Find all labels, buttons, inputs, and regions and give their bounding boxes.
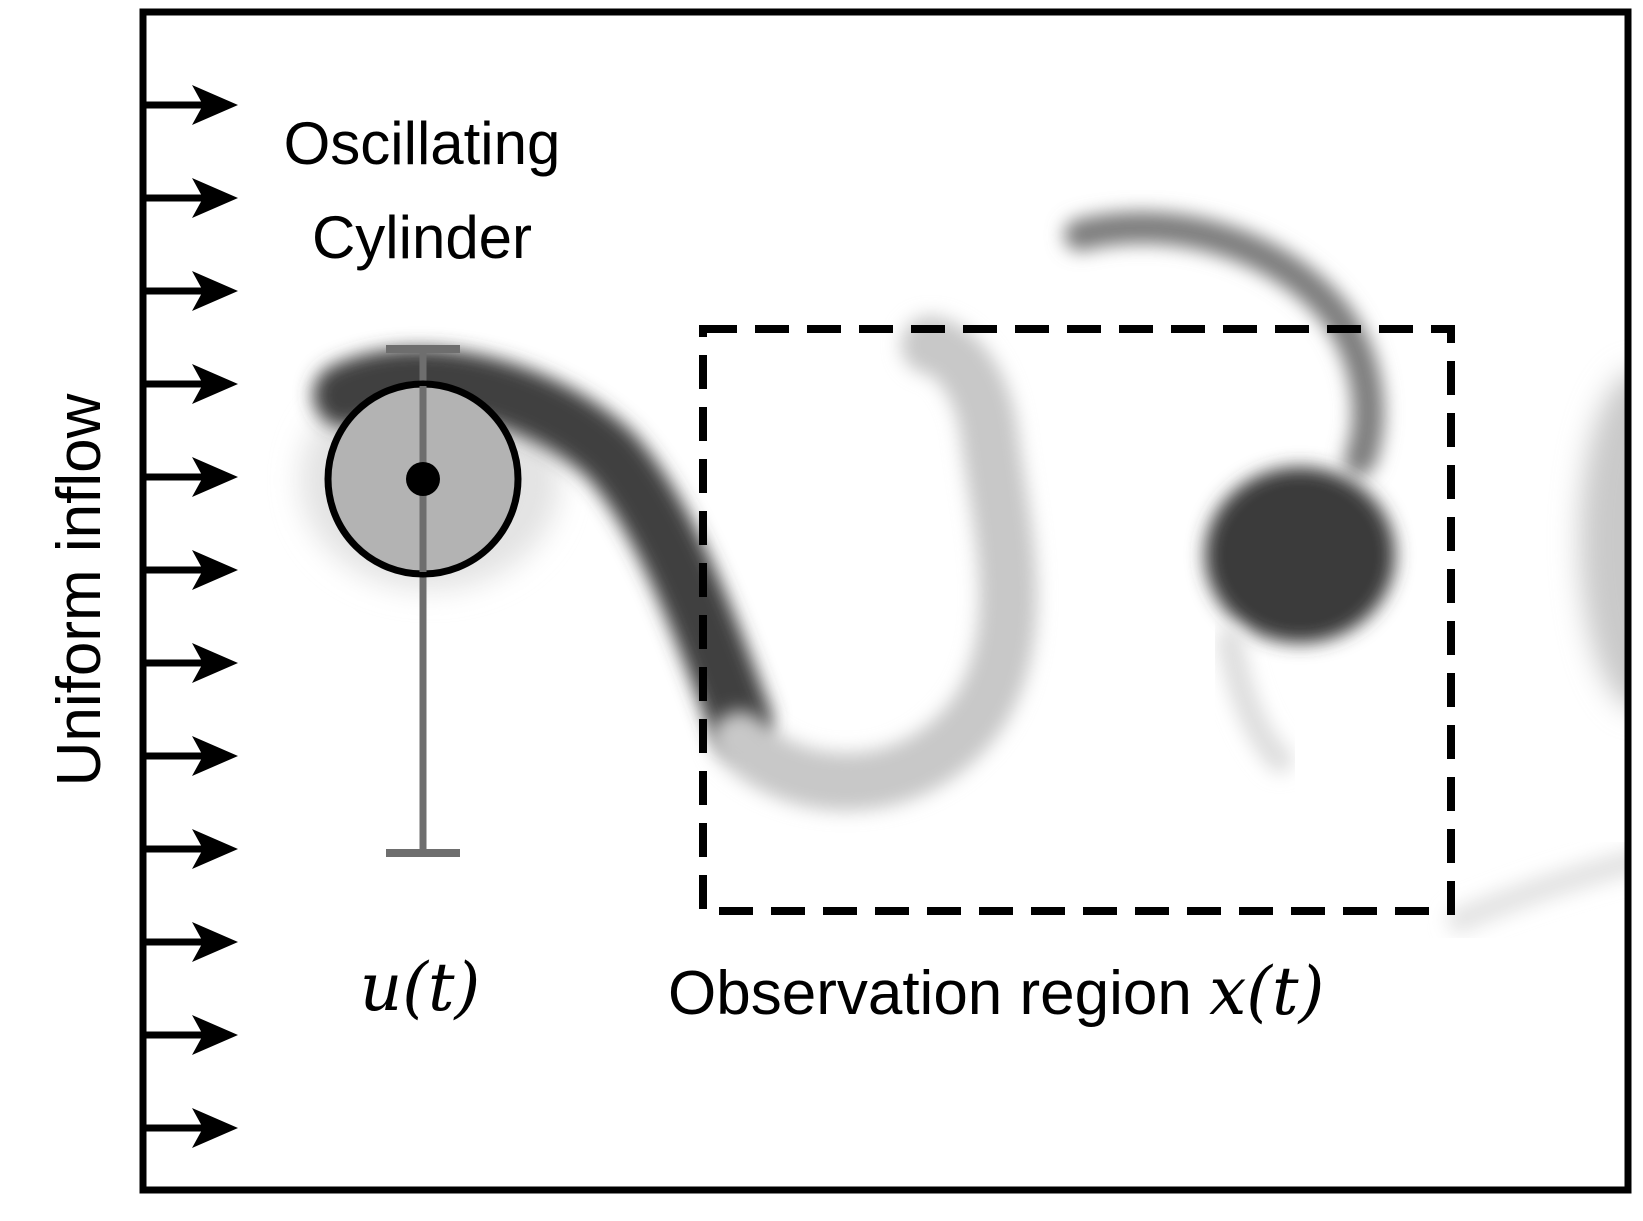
cylinder-title-line1: Oscillating [284, 110, 561, 177]
inflow-arrow [146, 736, 238, 776]
inflow-arrow [146, 643, 238, 683]
wake-faint-tail [1217, 627, 1293, 773]
inflow-arrow [146, 178, 238, 218]
observation-label-text: Observation region [668, 959, 1209, 1028]
inflow-arrow-head [192, 829, 238, 869]
wake-right-edge [1580, 373, 1628, 707]
inflow-arrow [146, 85, 238, 125]
inflow-arrow-head [192, 643, 238, 683]
inflow-arrow [146, 271, 238, 311]
wake-dark-vortex [1205, 467, 1395, 643]
inflow-arrow-head [192, 364, 238, 404]
inflow-arrow-head [192, 178, 238, 218]
inflow-arrow-head [192, 85, 238, 125]
inflow-label: Uniform inflow [45, 393, 114, 786]
inflow-arrow [146, 922, 238, 962]
domain-frame [139, 8, 1632, 1194]
inflow-arrow-head [192, 1108, 238, 1148]
inflow-arrow-head [192, 550, 238, 590]
observation-label: Observation region x(t) [668, 953, 1324, 1030]
wake-light-s-curve [711, 316, 1038, 811]
inflow-arrow [146, 457, 238, 497]
inflow-arrow-head [192, 457, 238, 497]
cylinder [324, 380, 522, 578]
inflow-arrow-head [192, 922, 238, 962]
inflow-arrow-head [192, 1015, 238, 1055]
wake-lower-right-streak [1447, 849, 1628, 933]
control-label: u(t) [360, 949, 481, 1026]
inflow-arrow [146, 1015, 238, 1055]
inflow-arrows [146, 85, 238, 1148]
observation-label-math: x(t) [1209, 953, 1324, 1030]
cylinder-center-dot [406, 462, 440, 496]
wake-upper-arc [1064, 211, 1385, 476]
inflow-arrow-head [192, 736, 238, 776]
inflow-arrow [146, 829, 238, 869]
inflow-arrow [146, 550, 238, 590]
observation-region-box [699, 325, 1455, 915]
cylinder-title-line2: Cylinder [312, 204, 532, 271]
inflow-arrow-head [192, 271, 238, 311]
inflow-arrow [146, 1108, 238, 1148]
inflow-arrow [146, 364, 238, 404]
